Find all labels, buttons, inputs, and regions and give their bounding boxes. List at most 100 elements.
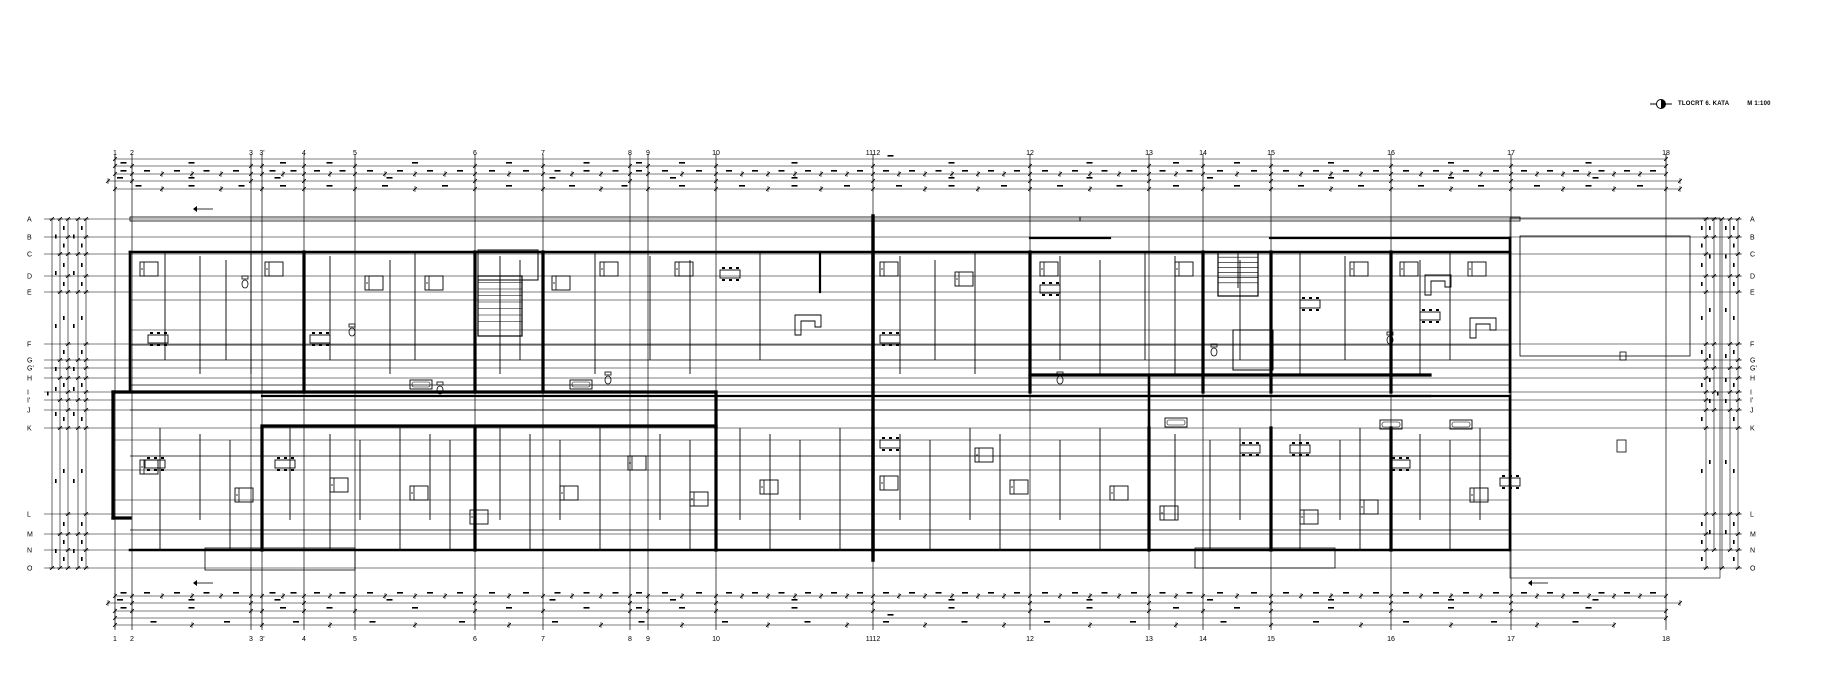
dimension-value-mark xyxy=(314,170,320,172)
dimension-slash xyxy=(259,163,265,169)
dimension-value-mark xyxy=(523,170,529,172)
dimension-slash xyxy=(1727,341,1733,347)
balcony-outline xyxy=(1194,547,1336,569)
dimension-value-mark xyxy=(791,607,798,609)
dimension-value-mark xyxy=(339,170,346,172)
dimension-slash xyxy=(1703,547,1709,553)
dimension-value-mark xyxy=(1572,621,1579,623)
dimension-value-mark xyxy=(1101,592,1108,594)
dimension-slash xyxy=(844,171,850,177)
dimension-slash xyxy=(679,593,685,599)
dimension-value-mark xyxy=(791,599,798,601)
dimension-value-mark xyxy=(1283,170,1289,172)
lift-shaft xyxy=(1232,329,1274,371)
grid-column-label-top: 3' xyxy=(259,150,264,157)
grid-row-label-left: L xyxy=(27,512,31,519)
dimension-slash xyxy=(259,171,265,177)
grid-column-label-top: 14 xyxy=(1199,150,1207,157)
dimension-value-mark xyxy=(1733,383,1735,387)
dimension-value-mark xyxy=(55,412,57,416)
grid-row-label-left: G xyxy=(27,358,32,365)
dimension-slash xyxy=(1735,531,1741,537)
dimension-slash xyxy=(112,615,118,621)
dimension-value-mark xyxy=(81,316,83,320)
dimension-slash xyxy=(83,251,89,257)
dimension-value-mark xyxy=(887,155,894,157)
dimension-value-mark xyxy=(73,479,75,483)
dimension-slash xyxy=(1703,565,1709,571)
dimension-slash xyxy=(65,365,71,371)
dimension-slash xyxy=(1703,531,1709,537)
dimension-value-mark xyxy=(1521,170,1527,172)
dimension-slash xyxy=(1146,163,1152,169)
dining-table-symbol xyxy=(309,332,331,346)
dimension-value-mark xyxy=(117,177,123,179)
dimension-value-mark xyxy=(55,479,57,483)
dimension-value-mark xyxy=(1725,226,1727,230)
bed-symbol xyxy=(759,479,779,495)
dimension-slash xyxy=(1560,593,1566,599)
grid-row-label-right: L xyxy=(1750,512,1754,519)
toilet-symbol xyxy=(1056,371,1064,385)
dimension-slash xyxy=(83,341,89,347)
dimension-value-mark xyxy=(326,607,333,609)
dimension-value-mark xyxy=(442,185,448,187)
dimension-value-mark xyxy=(1624,170,1630,172)
dimension-slash xyxy=(1173,171,1179,177)
dimension-slash xyxy=(627,593,633,599)
dimension-value-mark xyxy=(1220,621,1227,623)
dimension-slash xyxy=(472,171,478,177)
dining-table-symbol xyxy=(144,457,166,471)
dining-table-symbol xyxy=(1239,442,1261,456)
dimension-value-mark xyxy=(81,350,83,354)
dimension-slash xyxy=(1711,547,1717,553)
grid-column-label-bottom: 3' xyxy=(259,636,264,643)
bed-symbol xyxy=(689,491,709,507)
dimension-slash xyxy=(57,357,63,363)
dimension-slash xyxy=(1057,171,1063,177)
dimension-value-mark xyxy=(459,621,465,623)
dimension-value-mark xyxy=(1328,599,1334,601)
dimension-value-mark xyxy=(81,522,83,526)
dimension-slash xyxy=(1637,171,1643,177)
dimension-value-mark xyxy=(1725,308,1727,312)
dimension-slash xyxy=(472,608,478,614)
dimension-slash xyxy=(112,622,118,628)
dimension-value-mark xyxy=(1418,185,1424,187)
dimension-value-mark xyxy=(554,170,561,172)
room-partitions xyxy=(113,206,1721,586)
dimension-slash xyxy=(159,186,165,192)
dimension-slash xyxy=(1703,273,1709,279)
dimension-slash xyxy=(105,178,111,184)
dimension-slash xyxy=(352,608,358,614)
dimension-value-mark xyxy=(1403,170,1409,172)
dimension-value-mark xyxy=(1116,185,1123,187)
dimension-value-mark xyxy=(1001,185,1007,187)
grid-column-label-top: 9 xyxy=(646,150,650,157)
dimension-value-mark xyxy=(369,621,376,623)
dimension-slash xyxy=(472,593,478,599)
grid-column-label-bottom: 9 xyxy=(646,636,650,643)
dimension-slash xyxy=(713,178,719,184)
dimension-slash xyxy=(57,425,63,431)
dimension-value-mark xyxy=(1547,170,1553,172)
dimension-slash xyxy=(75,425,81,431)
dimension-value-mark xyxy=(1709,254,1711,259)
dimension-slash xyxy=(645,186,651,192)
bed-symbol xyxy=(1039,261,1059,277)
dimension-slash xyxy=(259,186,265,192)
dimension-slash xyxy=(540,608,546,614)
dimension-value-mark xyxy=(506,162,512,164)
dimension-slash xyxy=(218,593,224,599)
bed-symbol xyxy=(409,485,429,501)
grid-row-label-left: D xyxy=(27,274,32,281)
dimension-slash xyxy=(1711,511,1717,517)
dimension-slash xyxy=(792,171,798,177)
bed-symbol xyxy=(559,485,579,501)
dimension-value-mark xyxy=(233,170,239,172)
dimension-slash xyxy=(327,593,333,599)
grid-column-label-bottom: 14 xyxy=(1199,636,1207,643)
dimension-slash xyxy=(218,186,224,192)
dimension-value-mark xyxy=(63,243,65,248)
dimension-value-mark xyxy=(290,592,297,594)
